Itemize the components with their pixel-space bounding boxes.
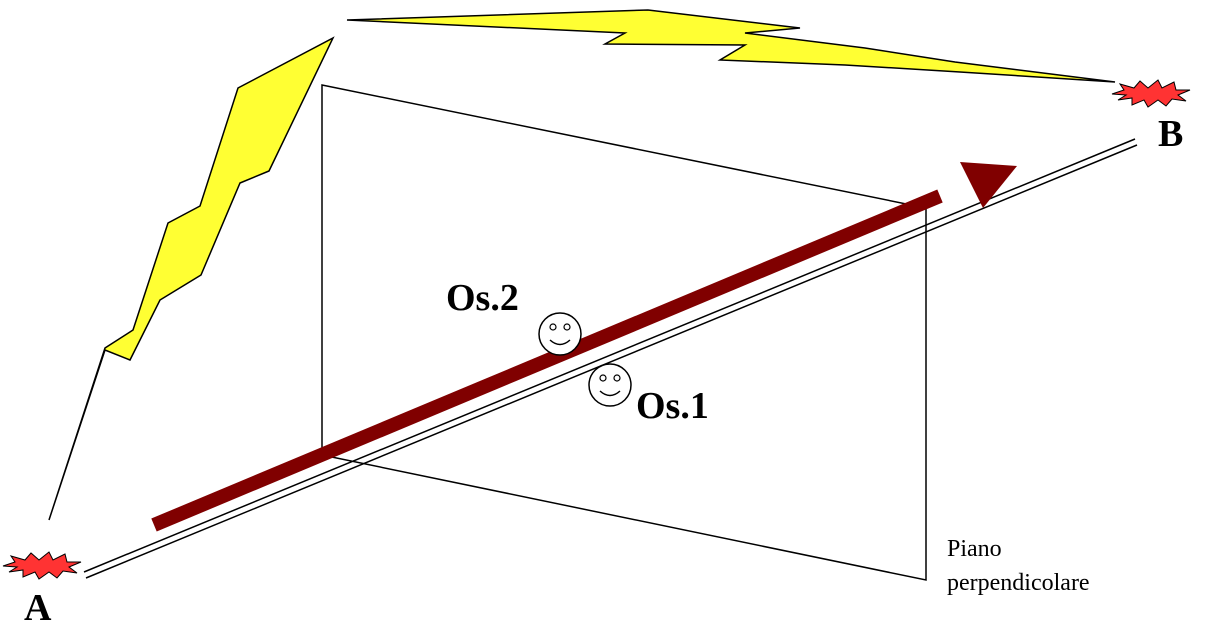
label-point-a: A [24, 587, 52, 624]
lightning-bolt-a [48, 36, 335, 521]
label-plane-line1: Piano [947, 536, 1002, 562]
label-observer-1: Os.1 [636, 385, 709, 427]
label-plane-line2: perpendicolare [947, 570, 1090, 596]
motion-arrow [151, 162, 1017, 532]
smiley-face-icon [588, 363, 632, 407]
perpendicular-plane [321, 84, 927, 581]
rail-line [83, 138, 1138, 579]
spark-icon [1111, 79, 1191, 108]
label-observer-2: Os.2 [446, 277, 519, 319]
smiley-face-icon [538, 312, 582, 356]
spark-icon [2, 551, 82, 580]
label-point-b: B [1158, 113, 1183, 155]
lightning-bolt-b [346, 9, 1116, 83]
